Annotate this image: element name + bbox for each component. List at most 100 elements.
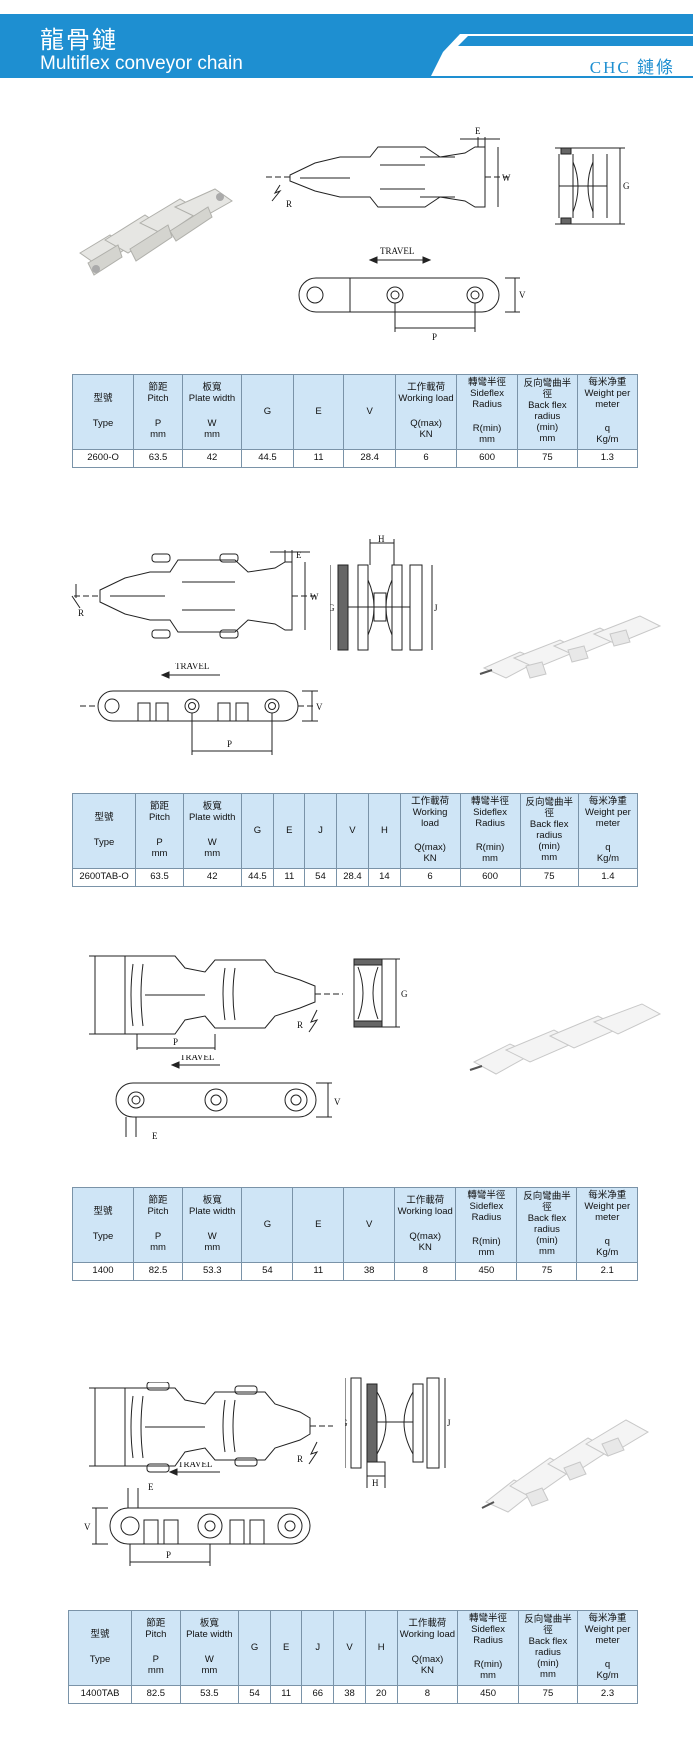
cell-h: 14: [368, 868, 401, 887]
col-backflex-en: Back flex radius: [529, 819, 569, 841]
cell-v: 38: [343, 1262, 396, 1281]
cell-load: 6: [395, 449, 458, 468]
col-pitch-en: Pitch: [145, 1629, 167, 1641]
col-sideflex-zh: 轉彎半徑: [468, 376, 507, 388]
drawing-side-1400: W R P: [89, 955, 343, 1050]
col-e: E: [273, 793, 306, 869]
col-pitch-sym: P: [154, 1231, 162, 1242]
label-g: G: [623, 181, 630, 191]
table-row: 1400TAB 82.5 53.5 54 11 66 38 20 8 450 7…: [67, 1685, 638, 1704]
col-weight-sym: q: [604, 1659, 611, 1671]
drawing-top-1400: TRAVEL V E: [115, 1055, 341, 1141]
col-width-unit: mm: [201, 1664, 218, 1676]
label-travel: TRAVEL: [178, 1462, 212, 1469]
col-sideflex-unit: mm: [478, 1247, 495, 1259]
col-width-sym: W: [204, 1654, 214, 1665]
table-row: 2600TAB-O 63.5 42 44.5 11 54 28.4 14 6 6…: [71, 868, 639, 887]
label-p: P: [227, 739, 232, 749]
col-backflex-sym: (min): [536, 421, 559, 433]
label-h: H: [378, 535, 385, 544]
col-type-zh: 型號: [94, 812, 114, 824]
col-load-unit: KN: [420, 1664, 435, 1676]
label-v: V: [334, 1097, 341, 1107]
col-sideflex-zh: 轉彎半徑: [469, 1612, 508, 1624]
col-pitch-zh: 節距: [148, 382, 168, 394]
cell-g: 44.5: [241, 449, 294, 468]
col-v: V: [333, 1610, 366, 1686]
cell-v: 38: [333, 1685, 366, 1704]
col-width-zh: 板寬: [199, 1618, 219, 1630]
col-backflex-unit: mm: [539, 1245, 555, 1257]
label-p: P: [173, 1037, 178, 1047]
col-width-en: Plate width: [186, 1629, 233, 1641]
cell-backflex: 75: [517, 449, 578, 468]
drawing-side-2600-o: R E W: [266, 126, 511, 209]
col-backflex-unit: mm: [541, 851, 558, 863]
col-pitch-unit: mm: [150, 1241, 166, 1253]
cell-type: 1400TAB: [67, 1685, 133, 1704]
col-sideflex-en: Sideflex Radius: [469, 1200, 504, 1223]
col-backflex-zh: 反向彎曲半徑: [523, 1191, 571, 1214]
col-h: H: [368, 793, 401, 869]
col-type-en: Type: [92, 1231, 114, 1242]
label-r: R: [297, 1454, 303, 1464]
col-pitch-unit: mm: [147, 1664, 164, 1676]
col-pitch-sym: P: [156, 837, 163, 848]
cell-type: 2600-O: [71, 449, 135, 468]
cell-pitch: 82.5: [132, 1262, 184, 1281]
cell-weight: 1.4: [577, 868, 639, 887]
cell-weight: 1.3: [576, 449, 639, 468]
cell-e: 11: [269, 1685, 303, 1704]
cell-sideflex: 450: [457, 1685, 519, 1704]
cell-load: 8: [394, 1262, 457, 1281]
cell-pitch: 82.5: [131, 1685, 181, 1704]
label-v: V: [84, 1522, 91, 1532]
label-v: V: [519, 290, 526, 300]
cell-g: 54: [241, 1262, 294, 1281]
label-r: R: [286, 199, 292, 209]
col-width-en: Plate width: [188, 393, 236, 405]
label-p: P: [432, 332, 437, 342]
col-sideflex-en: Sideflex Radius: [470, 387, 504, 410]
cell-load: 8: [396, 1685, 459, 1704]
page-title-chinese: 龍骨鏈: [40, 26, 118, 54]
col-backflex-en: Back flex radius: [528, 1636, 568, 1658]
col-v: V: [335, 793, 370, 869]
col-sideflex-sym: R(min): [475, 842, 505, 854]
label-v: V: [316, 702, 323, 712]
col-sideflex-zh: 轉彎半徑: [467, 1189, 506, 1201]
drawing-side-1400tab: W R: [89, 1382, 333, 1473]
drawing-end-2600-o: G: [555, 147, 630, 225]
col-backflex-sym: (min): [537, 1657, 559, 1669]
col-width-en: Plate width: [188, 812, 236, 824]
col-j: J: [304, 793, 337, 869]
col-sideflex-zh: 轉彎半徑: [471, 795, 510, 807]
cell-sideflex: 600: [456, 449, 519, 468]
col-e: E: [292, 1187, 345, 1263]
col-load-sym: Q(max): [411, 1654, 444, 1665]
label-g: G: [345, 1418, 348, 1428]
brand-label: CHC 鏈條: [589, 58, 675, 77]
cell-e: 11: [292, 1262, 345, 1281]
chain-photo-1400: [469, 1003, 662, 1075]
col-weight-en: Weight per meter: [584, 1623, 631, 1646]
col-g: G: [241, 374, 294, 450]
col-width-zh: 板寬: [202, 801, 222, 813]
col-width-unit: mm: [204, 428, 220, 440]
col-backflex-unit: mm: [540, 1668, 556, 1680]
col-weight-unit: Kg/m: [596, 1247, 619, 1259]
col-pitch-unit: mm: [150, 428, 166, 440]
col-g: G: [240, 793, 275, 869]
label-j: J: [447, 1418, 451, 1428]
cell-weight: 2.3: [577, 1685, 638, 1704]
cell-v: 28.4: [335, 868, 370, 887]
col-sideflex-unit: mm: [480, 1670, 496, 1682]
label-p: P: [166, 1550, 171, 1560]
label-r: R: [78, 608, 84, 618]
label-h: H: [372, 1478, 379, 1488]
col-type-en: Type: [92, 418, 114, 429]
